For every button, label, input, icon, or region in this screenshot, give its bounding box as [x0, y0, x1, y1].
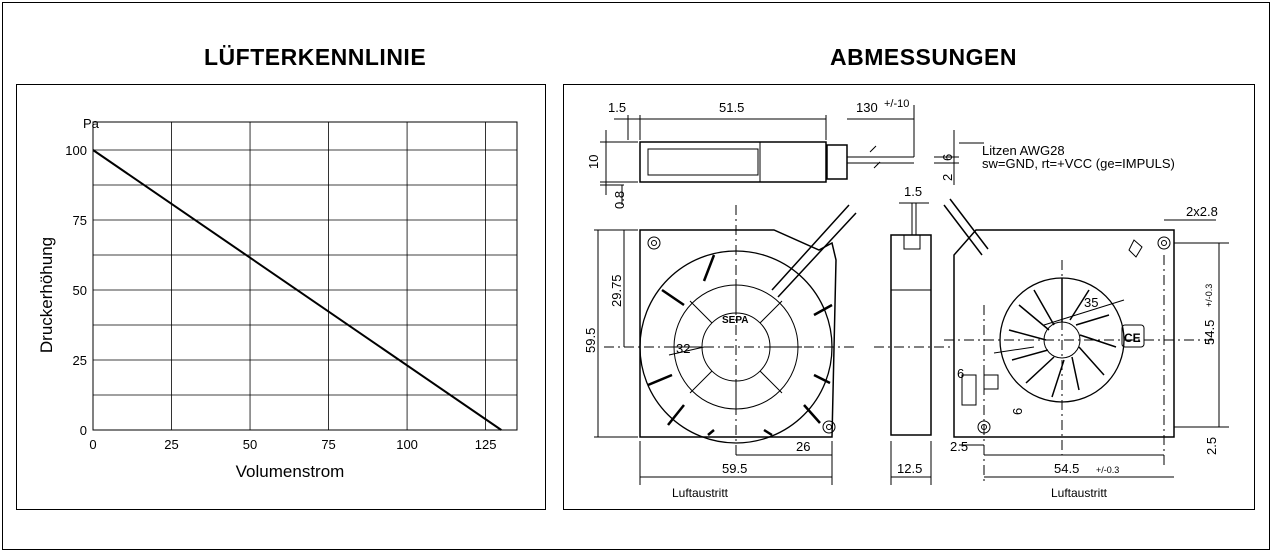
dim-1-5-top: 1.5 [608, 100, 626, 115]
dim-59-5-h: 59.5 [722, 461, 747, 476]
side-view [874, 202, 954, 485]
dim-10: 10 [586, 155, 601, 169]
dim-130: 130 [856, 100, 878, 115]
dim-2-wire: 2 [940, 174, 955, 181]
dim-6-b: 6 [1010, 408, 1025, 415]
chart-series [92, 149, 502, 431]
fan-curve-chart: 0 25 50 75 100 125 0 25 50 75 100 Pa Druckerhöhung… [37, 116, 518, 481]
y-tick-label: 25 [73, 353, 87, 368]
y-tick-label: 0 [80, 423, 87, 438]
dim-2-5-a: 2.5 [950, 439, 968, 454]
dim-26: 26 [796, 439, 810, 454]
fan-curve-panel: 0 25 50 75 100 125 0 25 50 75 100 Pa Druckerhöhung… [16, 84, 546, 510]
y-unit-label: Pa [83, 116, 100, 131]
y-tick-label: 75 [73, 213, 87, 228]
dim-54-5-v-tol: +/-0.3 [1204, 284, 1214, 307]
dim-0-8: 0.8 [612, 191, 627, 209]
ce-mark: CE [1124, 331, 1141, 345]
chart-ticks: 0 25 50 75 100 125 0 25 50 75 100 [65, 143, 496, 452]
dim-12-5: 12.5 [897, 461, 922, 476]
y-axis-label: Druckerhöhung [37, 237, 56, 353]
x-tick-label: 75 [321, 437, 335, 452]
x-tick-label: 25 [164, 437, 178, 452]
x-tick-label: 0 [89, 437, 96, 452]
dim-54-5-h: 54.5 [1054, 461, 1079, 476]
brand-label: SEPA [722, 315, 749, 326]
note-wires: Litzen AWG28 [982, 143, 1065, 158]
plot-area [92, 121, 518, 431]
series-line [92, 149, 502, 431]
x-tick-label: 100 [396, 437, 418, 452]
dimensions-panel: 1.5 51.5 130 +/-10 10 0.8 6 2 Litzen AWG… [563, 84, 1255, 510]
dim-32: 32 [676, 341, 690, 356]
dim-2-5-b: 2.5 [1204, 437, 1219, 455]
note-outlet-left: Luftaustritt [672, 486, 729, 500]
dim-2x2-8: 2x2.8 [1186, 204, 1218, 219]
dim-54-5-h-tol: +/-0.3 [1096, 465, 1119, 475]
drawing-title: ABMESSUNGEN [830, 44, 1017, 70]
top-view [600, 105, 984, 205]
dim-130-tol: +/-10 [884, 98, 909, 110]
note-pinout: sw=GND, rt=+VCC (ge=IMPULS) [982, 156, 1175, 171]
chart-title: LÜFTERKENNLINIE [204, 44, 427, 70]
y-tick-label: 100 [65, 143, 87, 158]
x-tick-label: 50 [243, 437, 257, 452]
front-view [594, 204, 857, 485]
dim-6-wire: 6 [940, 154, 955, 161]
dim-35: 35 [1084, 295, 1098, 310]
y-tick-label: 50 [73, 283, 87, 298]
dim-6-a: 6 [957, 366, 964, 381]
rear-view [943, 198, 1229, 485]
dim-59-5-v: 59.5 [583, 328, 598, 353]
chart-grid [92, 121, 518, 431]
dim-54-5-v: 54.5 [1202, 320, 1217, 345]
x-axis-label: Volumenstrom [236, 462, 345, 481]
dim-29-75: 29.75 [609, 274, 624, 307]
note-outlet-right: Luftaustritt [1051, 486, 1108, 500]
dim-1-5-side: 1.5 [904, 184, 922, 199]
dim-51-5: 51.5 [719, 100, 744, 115]
dimension-drawing: 1.5 51.5 130 +/-10 10 0.8 6 2 Litzen AWG… [583, 98, 1229, 500]
x-tick-label: 125 [475, 437, 497, 452]
